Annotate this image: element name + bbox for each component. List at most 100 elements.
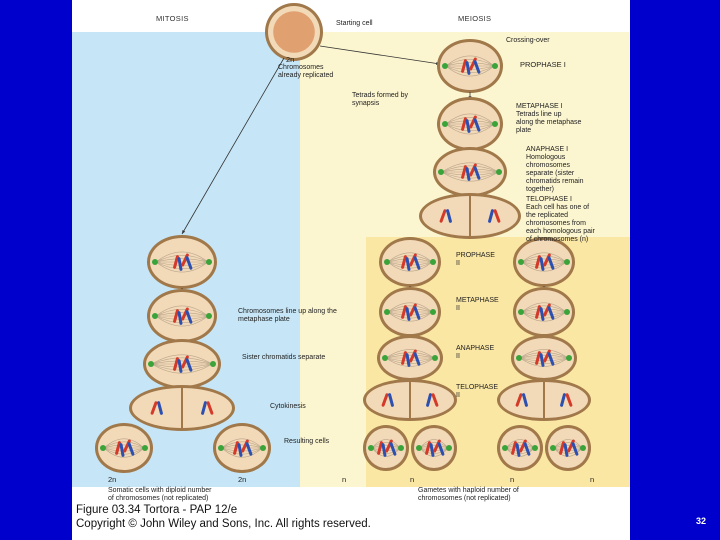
chromosome — [473, 118, 481, 132]
mitosis-header: MITOSIS — [156, 14, 189, 23]
chromosome — [245, 442, 253, 456]
centrosome — [438, 169, 444, 175]
chromosome — [401, 305, 407, 319]
spindle-fiber — [521, 308, 567, 313]
chromosome — [488, 209, 494, 223]
page-number: 32 — [696, 516, 707, 526]
somatic-cells-label: Somatic cells with diploid number of chr… — [108, 487, 212, 502]
centrosome — [142, 445, 148, 451]
spindle-fiber — [155, 315, 209, 327]
spindle-fiber — [155, 251, 209, 263]
chromosome — [177, 359, 183, 373]
chromosome — [389, 442, 397, 456]
spindle-fiber — [445, 116, 495, 125]
spindle-fiber — [387, 258, 433, 263]
chromosome — [571, 442, 579, 456]
cytokinesis-label: Cytokinesis — [270, 403, 306, 410]
chromosome — [413, 256, 421, 270]
centrosome — [148, 361, 154, 367]
centrosome — [580, 445, 586, 451]
spindle-fiber — [521, 255, 567, 263]
chromosome — [535, 351, 541, 365]
chromosome — [405, 307, 411, 321]
chromosome — [547, 256, 555, 270]
chromosome — [173, 255, 179, 269]
flow-arrow — [181, 57, 285, 235]
chromosome — [173, 357, 179, 371]
chromosome — [439, 209, 447, 223]
spindle-fiber — [441, 162, 499, 173]
crossing-over-label: Crossing-over — [506, 37, 550, 44]
chromosome — [446, 209, 452, 223]
chromosome — [401, 255, 407, 269]
spindle-fiber — [385, 349, 435, 359]
metaphase-two-label: METAPHASE II — [456, 297, 499, 312]
spindle-fiber — [419, 442, 449, 449]
chromosome — [405, 353, 411, 367]
chromosome — [539, 307, 545, 321]
chromosome — [511, 441, 517, 455]
spindle-fiber — [519, 354, 569, 359]
spindle-fiber — [221, 438, 263, 449]
figure-caption: Figure 03.34 Tortora - PAP 12/e Copyrigh… — [76, 503, 371, 531]
chromosome — [401, 351, 407, 365]
chromosome — [515, 393, 523, 407]
centrosome — [496, 169, 502, 175]
centrosome — [430, 309, 436, 315]
meiosis-header: MEIOSIS — [458, 14, 492, 23]
chromosome — [127, 442, 135, 456]
centrosome — [502, 445, 508, 451]
spindle-fiber — [103, 444, 145, 449]
centrosome — [564, 309, 570, 315]
tetrads-formed-label: Tetrads formed by synapsis — [352, 92, 409, 107]
centrosome — [368, 445, 374, 451]
ploidy-n-1: n — [342, 475, 347, 484]
centrosome — [260, 445, 266, 451]
chromosomes-replicated-label: Chromosomes already replicated — [278, 64, 334, 79]
centrosome — [430, 259, 436, 265]
spindle-fiber — [521, 261, 567, 272]
chromosome — [413, 352, 421, 366]
centrosome — [492, 121, 498, 127]
spindle-fiber — [385, 352, 435, 359]
spindle-fiber — [521, 305, 567, 313]
ploidy-n-2: n — [410, 475, 415, 484]
centrosome — [432, 355, 438, 361]
centrosome — [518, 259, 524, 265]
chromosome — [473, 60, 481, 74]
chromosome — [559, 441, 565, 455]
centrosome — [152, 313, 158, 319]
chromosome — [465, 61, 471, 75]
centrosome — [550, 445, 556, 451]
chromosome — [493, 209, 501, 223]
spindle-fiber — [505, 442, 535, 449]
chromosome — [547, 352, 555, 366]
chromosome — [431, 393, 439, 407]
chromosome — [535, 255, 541, 269]
chromosome — [539, 257, 545, 271]
anaphase-one-label: ANAPHASE I Homologous chromosomes separa… — [526, 146, 584, 193]
chromosome — [523, 442, 531, 456]
spindle-fiber — [445, 123, 495, 135]
centrosome — [442, 121, 448, 127]
chromosome — [185, 310, 193, 324]
spindle-fiber — [155, 312, 209, 317]
spindle-fiber — [521, 252, 567, 263]
spindle-fiber — [419, 444, 449, 449]
anaphase-two-label: ANAPHASE II — [456, 345, 495, 360]
spindle-fiber — [445, 65, 495, 77]
spindle-fiber — [103, 447, 145, 458]
ploidy-left-2: 2n — [238, 475, 247, 484]
spindle-fiber — [521, 258, 567, 263]
telophase-two-label: TELOPHASE II — [456, 384, 499, 399]
chromosome — [233, 441, 239, 455]
flow-arrow — [319, 45, 441, 65]
spindle-fiber — [519, 352, 569, 359]
chromosome — [473, 166, 481, 180]
spindle-fiber — [387, 308, 433, 313]
caption-line-2: Copyright © John Wiley and Sons, Inc. Al… — [76, 518, 371, 530]
spindle-fiber — [387, 255, 433, 263]
spindle-fiber — [371, 442, 401, 449]
spindle-fiber — [103, 438, 145, 449]
spindle-fiber — [505, 444, 535, 449]
